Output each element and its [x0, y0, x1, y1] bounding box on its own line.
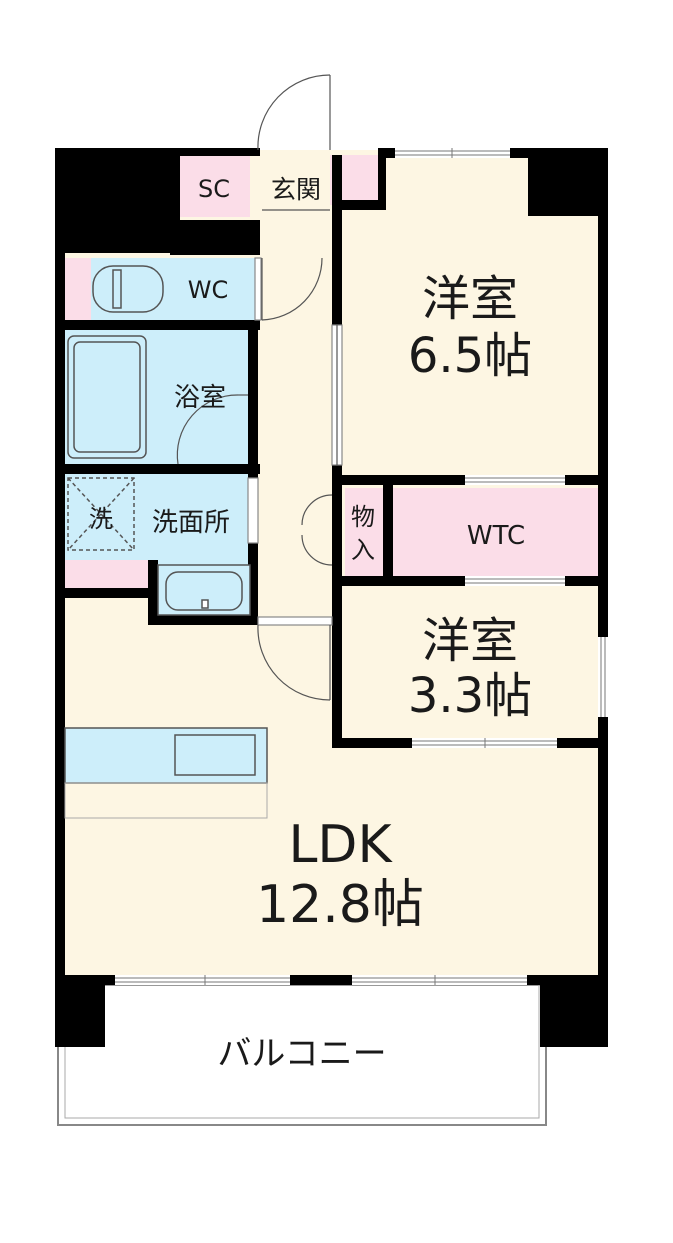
label-ldk-name: LDK	[288, 815, 393, 875]
label-washroom: 洗面所	[152, 508, 230, 538]
label-entrance: 玄関	[271, 175, 321, 204]
fixtures	[64, 265, 268, 819]
kitchen-counter	[64, 727, 268, 819]
label-balcony: バルコニー	[217, 1034, 386, 1074]
label-wtc: WTC	[467, 521, 525, 551]
label-western1-size: 6.5帖	[408, 328, 532, 384]
toilet-icon	[92, 265, 164, 313]
label-sc: SC	[198, 175, 230, 203]
room-labels: SC 玄関 WC 浴室 洗 洗面所 洋室 6.5帖 物 入 WTC 洋室 3.3…	[89, 175, 532, 1074]
label-western2-name: 洋室	[422, 613, 518, 669]
label-ldk-size: 12.8帖	[256, 875, 424, 935]
bathtub-icon	[67, 335, 147, 459]
wash-basin-icon	[157, 564, 251, 616]
label-bath: 浴室	[174, 383, 226, 413]
label-wc: WC	[188, 276, 229, 304]
label-storage-1: 物	[351, 503, 375, 531]
washing-machine-icon	[67, 477, 135, 551]
windows	[115, 148, 608, 985]
label-washer: 洗	[89, 505, 113, 533]
label-western1-name: 洋室	[422, 271, 518, 327]
doors	[176, 74, 343, 701]
label-storage-2: 入	[351, 536, 375, 564]
label-western2-size: 3.3帖	[408, 668, 532, 724]
